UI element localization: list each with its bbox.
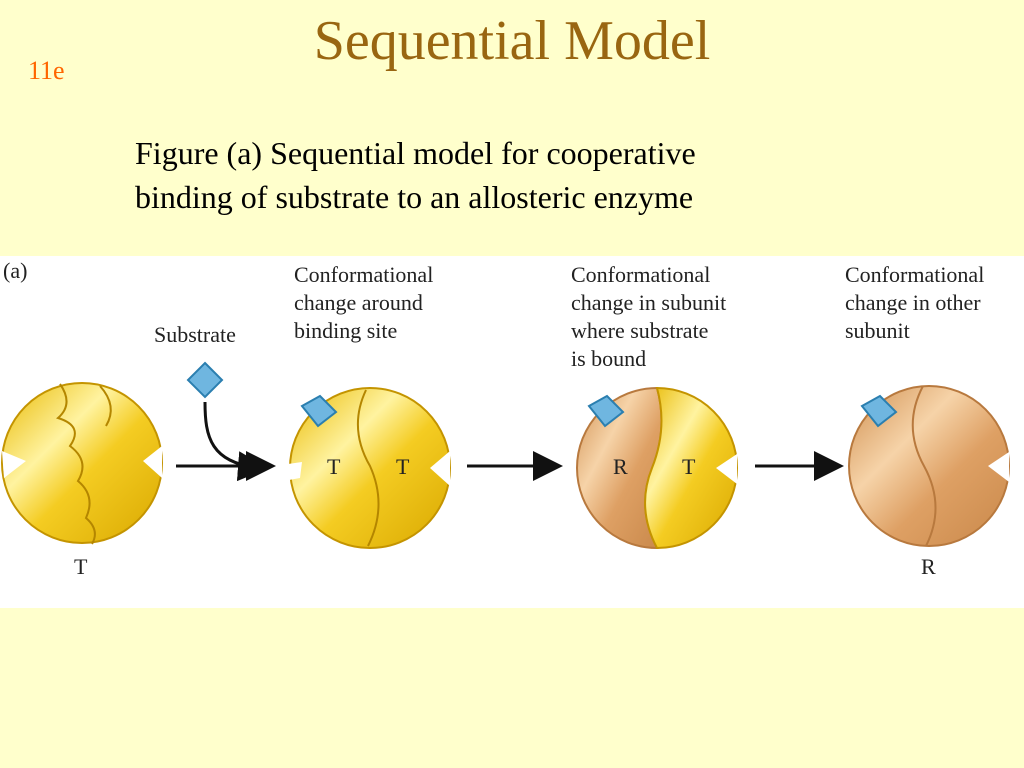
note-2: Conformational change in subunit where s… — [571, 262, 726, 371]
figure-panel: (a) Substrate Conformational change arou… — [0, 256, 1024, 608]
panel-label: (a) — [3, 258, 27, 283]
note-3-line-1: Conformational — [845, 262, 984, 287]
enzyme-state-2: T T — [288, 387, 451, 549]
enzyme-1-label: T — [74, 554, 88, 579]
note-2-line-3: where substrate — [571, 318, 708, 343]
enzyme-4-label: R — [921, 554, 936, 579]
slide-number: 11e — [28, 56, 65, 85]
note-3: Conformational change in other subunit — [845, 262, 984, 343]
note-2-line-1: Conformational — [571, 262, 710, 287]
binding-curved-arrow — [203, 401, 268, 482]
note-3-line-3: subunit — [845, 318, 910, 343]
enzyme-3-left-label: R — [613, 454, 628, 479]
bound-substrate-icon — [860, 394, 898, 428]
free-substrate-icon — [186, 361, 224, 399]
enzyme-state-4: R — [848, 385, 1010, 579]
caption-line-1: Figure (a) Sequential model for cooperat… — [135, 135, 696, 171]
enzyme-3-right-label: T — [682, 454, 696, 479]
note-1-line-2: change around — [294, 290, 423, 315]
slide-title: Sequential Model — [313, 10, 711, 72]
bound-substrate-icon — [587, 394, 625, 428]
substrate-label: Substrate — [154, 322, 236, 347]
bound-substrate-icon — [300, 394, 338, 428]
note-2-line-4: is bound — [571, 346, 646, 371]
enzyme-state-1: T — [1, 382, 163, 579]
caption-line-2: binding of substrate to an allosteric en… — [135, 179, 694, 215]
note-1: Conformational change around binding sit… — [294, 262, 433, 343]
enzyme-2-right-label: T — [396, 454, 410, 479]
enzyme-state-3: R T — [576, 386, 738, 550]
note-2-line-2: change in subunit — [571, 290, 726, 315]
note-1-line-3: binding site — [294, 318, 397, 343]
figure-caption: Figure (a) Sequential model for cooperat… — [135, 131, 696, 219]
sequential-model-diagram: (a) Substrate Conformational change arou… — [1, 258, 1010, 579]
note-1-line-1: Conformational — [294, 262, 433, 287]
enzyme-2-left-label: T — [327, 454, 341, 479]
note-3-line-2: change in other — [845, 290, 981, 315]
